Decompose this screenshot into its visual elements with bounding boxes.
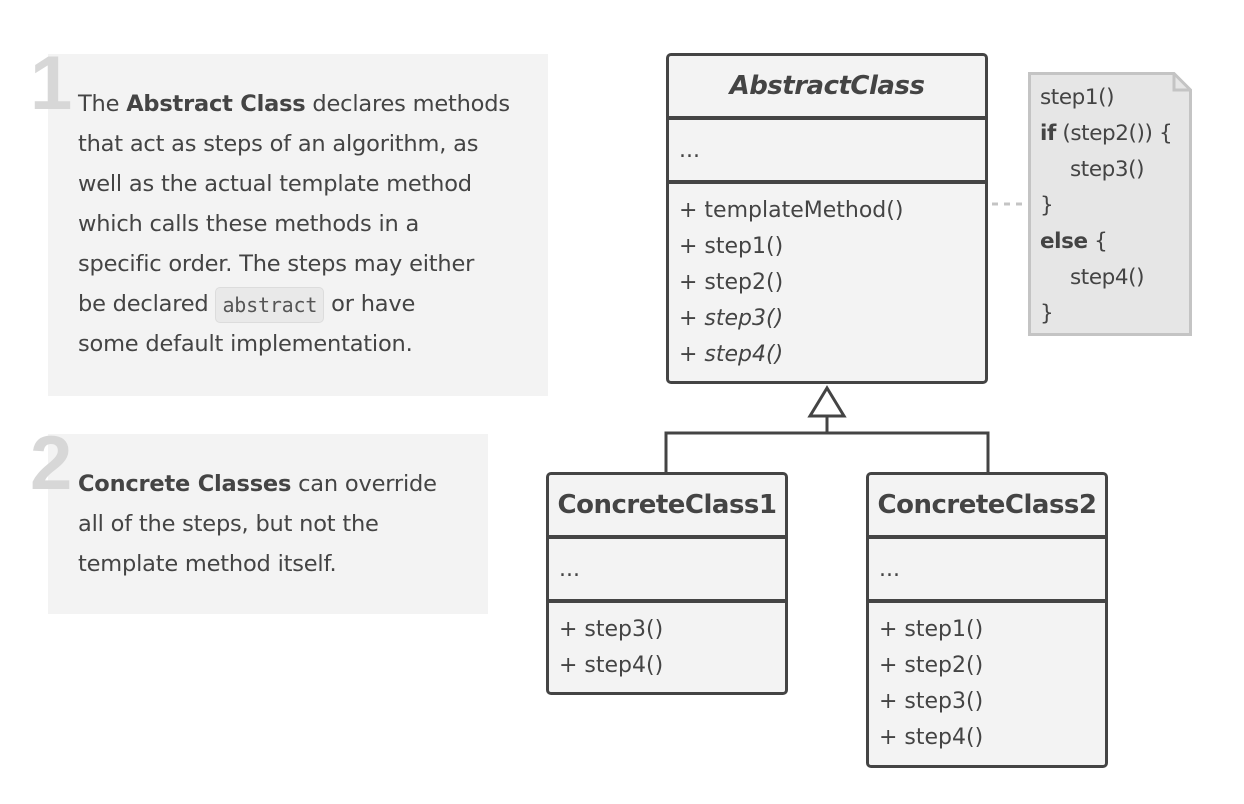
code-keyword-abstract: abstract — [215, 286, 325, 323]
text-fragment: can override — [291, 471, 437, 497]
code-line: if (step2()) { — [1040, 121, 1173, 146]
keyword-if: if — [1040, 121, 1056, 146]
method-step1: + step1() — [879, 617, 984, 642]
class-methods: + step3() + step4() — [549, 603, 785, 692]
concrete-class-1-box: ConcreteClass1 ... + step3() + step4() — [546, 472, 788, 695]
code-line: step3() — [1070, 157, 1145, 182]
step-number-2: 2 — [30, 421, 73, 506]
keyword-else: else — [1040, 229, 1088, 254]
text-fragment: The — [78, 91, 127, 117]
explanation-text-1: The Abstract Class declares methods that… — [78, 84, 510, 364]
term-abstract-class: Abstract Class — [126, 91, 306, 117]
method-step2: + step2() — [879, 653, 984, 678]
term-concrete-classes: Concrete Classes — [78, 471, 292, 497]
text-fragment: be declared — [78, 291, 216, 317]
explanation-text-2: Concrete Classes can override all of the… — [78, 464, 437, 584]
code-line: } — [1040, 301, 1054, 326]
class-methods: + step1() + step2() + step3() + step4() — [869, 603, 1105, 765]
method-step3: + step3() — [879, 689, 984, 714]
inheritance-arrowhead — [807, 385, 847, 418]
code-line: step4() — [1070, 265, 1145, 290]
step-number-1: 1 — [30, 41, 73, 126]
note-code: step1() if (step2()) { step3() } else { … — [1040, 80, 1173, 332]
text-line: which calls these methods in a — [78, 211, 420, 237]
method-step1: + step1() — [679, 234, 784, 259]
text-fragment: or have — [324, 291, 416, 317]
explanation-panel-1: 1 The Abstract Class declares methods th… — [30, 46, 548, 396]
text-line: template method itself. — [78, 551, 337, 577]
method-step4: + step4() — [879, 725, 984, 750]
text-fragment: declares methods — [305, 91, 510, 117]
class-methods: + templateMethod() + step1() + step2() +… — [669, 184, 985, 381]
method-template-method: + templateMethod() — [679, 198, 904, 223]
class-name-concrete-1: ConcreteClass1 — [549, 475, 785, 535]
method-step4: + step4() — [559, 653, 664, 678]
code-line: else { — [1040, 229, 1108, 254]
template-method-note: step1() if (step2()) { step3() } else { … — [1028, 72, 1192, 336]
inheritance-line — [664, 431, 990, 472]
class-name-concrete-2: ConcreteClass2 — [869, 475, 1105, 535]
explanation-panel-2: 2 Concrete Classes can override all of t… — [30, 426, 488, 614]
text-line: well as the actual template method — [78, 171, 472, 197]
text-line: that act as steps of an algorithm, as — [78, 131, 479, 157]
concrete-class-2-box: ConcreteClass2 ... + step1() + step2() +… — [866, 472, 1108, 768]
class-name-abstract: AbstractClass — [669, 56, 985, 116]
abstract-class-box: AbstractClass ... + templateMethod() + s… — [666, 53, 988, 384]
text-line: specific order. The steps may either — [78, 251, 475, 277]
method-step3: + step3() — [559, 617, 664, 642]
text-line: some default implementation. — [78, 331, 413, 357]
method-step2: + step2() — [679, 270, 784, 295]
text-line: all of the steps, but not the — [78, 511, 379, 537]
note-shape — [1028, 72, 1192, 336]
class-attributes: ... — [669, 120, 985, 180]
class-attributes: ... — [549, 539, 785, 599]
code-line: } — [1040, 193, 1054, 218]
class-attributes: ... — [869, 539, 1105, 599]
method-step3-abstract: + step3() — [679, 306, 784, 331]
code-line: step1() — [1040, 85, 1115, 110]
method-step4-abstract: + step4() — [679, 342, 784, 367]
